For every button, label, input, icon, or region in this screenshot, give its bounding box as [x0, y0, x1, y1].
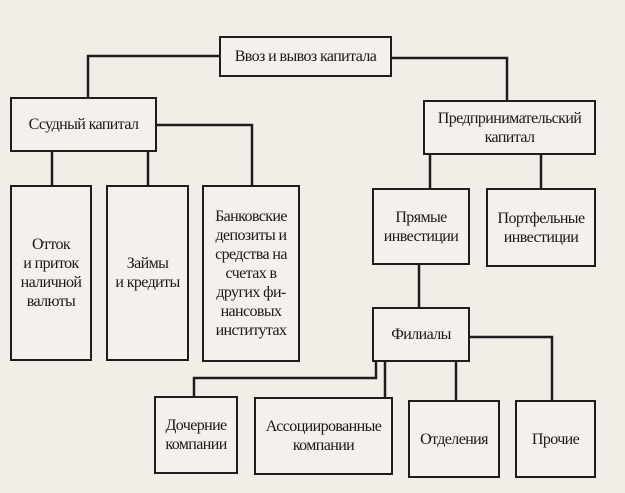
other-node: Прочие — [515, 400, 596, 478]
associated-companies-node: Ассоциированные компании — [254, 397, 393, 475]
root-node: Ввоз и вывоз капитала — [219, 36, 392, 77]
connector-branches-subsidiary — [192, 361, 378, 397]
direct-investment-node: Прямые инвестиции — [372, 188, 470, 265]
connector-root-entrepreneurial — [391, 56, 509, 101]
cash-flow-node: Отток и приток наличной валюты — [10, 185, 92, 361]
loan-capital-node: Ссудный капитал — [10, 97, 157, 152]
entrepreneurial-capital-node: Предпринимательский капитал — [423, 100, 596, 155]
bank-deposits-node: Банковские депозиты и средства на счетах… — [202, 185, 300, 362]
branches-node: Филиалы — [372, 307, 470, 362]
divisions-node: Отделения — [408, 400, 500, 478]
subsidiaries-node: Дочерние компании — [154, 396, 238, 474]
connector-root-loan — [86, 54, 220, 98]
portfolio-investment-node: Портфельные инвестиции — [486, 188, 596, 267]
connector-loan-deposits — [156, 123, 254, 186]
loans-credits-node: Займы и кредиты — [106, 185, 189, 361]
connector-branches-other — [469, 335, 554, 401]
